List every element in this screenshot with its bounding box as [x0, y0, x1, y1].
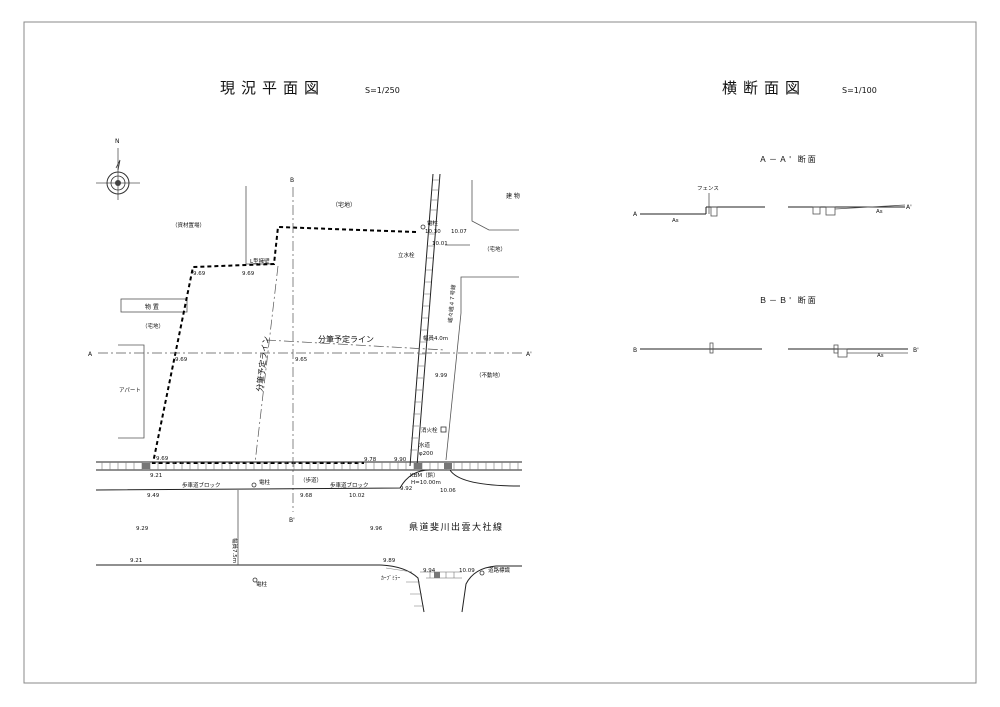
label-tachisuisen: 立水栓: [398, 251, 415, 259]
label-kokyo: L型擁壁: [250, 257, 270, 265]
label-kbm-h: H=10.00m: [411, 480, 441, 486]
label-bunpitsu-h: 分筆予定ライン: [318, 334, 374, 344]
section-aa-title: Ａ－Ａ' 断面: [759, 154, 818, 164]
elev-1030: 10.30: [425, 229, 441, 235]
plan-mark-a-prime: A': [526, 351, 532, 358]
label-hodo-block-r: 歩車道ブロック: [330, 481, 369, 489]
label-doro-hyoshiki: 道路標識: [488, 566, 511, 574]
label-denchu-top: 電柱: [427, 219, 439, 227]
side-road: [409, 173, 441, 467]
plan-mark-b: B: [290, 177, 294, 184]
label-curve-mirror: ｶｰﾌﾞﾐﾗｰ: [381, 575, 401, 582]
label-sokko: 嵯々峨４７号線: [446, 284, 457, 324]
label-haba-75: 幅員7.5m: [231, 538, 239, 563]
building-outline: [471, 180, 519, 231]
elev-992: 9.92: [400, 486, 412, 492]
elev-994: 9.94: [423, 568, 436, 574]
section-bb-left: B: [633, 347, 637, 354]
cross-scale: S=1/100: [842, 86, 877, 95]
elev-1007: 10.07: [451, 229, 467, 235]
label-takuchi-right: （宅地）: [484, 245, 506, 253]
bunpitsu-line-v: [254, 265, 279, 464]
label-shizai: （資材置場）: [172, 221, 205, 229]
label-fumeichi: （不動地）: [476, 371, 504, 379]
elev-996: 9.96: [370, 526, 383, 532]
elev-978: 9.78: [364, 457, 377, 463]
label-kendo: 県道斐川出雲大社線: [409, 521, 504, 533]
label-shokasen: 消火栓: [421, 426, 438, 434]
section-aa-left: A: [633, 211, 638, 218]
plan-scale: S=1/250: [365, 86, 400, 95]
elev-1009: 10.09: [459, 568, 475, 574]
elev-929: 9.29: [136, 526, 149, 532]
elev-969-a: 9.69: [193, 271, 206, 277]
elev-921-b: 9.21: [130, 558, 142, 564]
elev-949: 9.49: [147, 493, 160, 499]
elev-969-d: 9.69: [156, 456, 169, 462]
mirror-icon: [479, 570, 485, 576]
main-road: [95, 461, 522, 613]
monooki-box: [120, 298, 188, 313]
section-aa-as2: As: [876, 209, 883, 215]
elev-1001: 10.01: [432, 241, 448, 247]
elev-989: 9.89: [383, 558, 396, 564]
bunpitsu-line-h: [265, 339, 446, 351]
apart-outline: [118, 344, 145, 439]
elev-921-a: 9.21: [150, 473, 162, 479]
fumeichi-boundary: [445, 276, 519, 461]
north-arrow-icon: [96, 148, 140, 200]
elev-999: 9.99: [435, 373, 448, 379]
plan-title: 現況平面図: [220, 79, 325, 97]
section-bb-drawing: [640, 342, 908, 358]
label-takuchi-left: （宅地）: [142, 322, 164, 330]
section-bb-as1: As: [877, 353, 884, 359]
utility-pole-icon: [420, 224, 426, 230]
section-bb-right: B': [913, 347, 919, 354]
label-kenbutsu: 建 物: [506, 192, 520, 200]
section-aa-fence: フェンス: [697, 185, 719, 192]
utility-pole-icon: [251, 482, 257, 488]
label-bunpitsu-v: 分筆予定ライン: [254, 335, 271, 392]
label-monooki: 物 置: [145, 303, 159, 311]
label-haba-4: 幅員4.0m: [423, 334, 448, 342]
label-takuchi-top: （宅地）: [332, 201, 356, 209]
shizai-boundary: [245, 186, 274, 265]
label-hodo: （歩道）: [300, 476, 322, 484]
cross-title: 横断面図: [722, 79, 806, 97]
elev-969-c: 9.69: [175, 357, 188, 363]
section-aa-as1: As: [672, 218, 679, 224]
label-suido-dia: φ200: [419, 451, 434, 457]
hydrant-icon: [440, 426, 447, 433]
elev-968: 9.68: [300, 493, 313, 499]
label-kbm: KBM（鋲）: [410, 471, 439, 479]
sheet-frame: [23, 21, 977, 684]
label-suido: 水道: [419, 441, 431, 449]
label-denchu-mid: 電柱: [259, 478, 271, 486]
utility-pole-icon: [252, 577, 258, 583]
label-hodo-block-l: 歩車道ブロック: [182, 481, 221, 489]
elev-965: 9.65: [295, 357, 308, 363]
label-denchu-bottom: 電柱: [256, 580, 268, 588]
north-label: N: [115, 138, 120, 145]
plan-mark-b-prime: B': [289, 517, 295, 524]
section-bb-title: Ｂ－Ｂ' 断面: [759, 295, 818, 305]
elev-990: 9.90: [394, 457, 407, 463]
site-boundary: [151, 225, 417, 464]
elev-1006: 10.06: [440, 488, 456, 494]
plan-mark-a: A: [88, 351, 93, 358]
elev-969-b: 9.69: [242, 271, 255, 277]
section-aa-drawing: [640, 193, 906, 217]
elev-1002: 10.02: [349, 493, 365, 499]
label-apart: アパート: [119, 387, 141, 394]
section-aa-right: A': [906, 204, 912, 211]
